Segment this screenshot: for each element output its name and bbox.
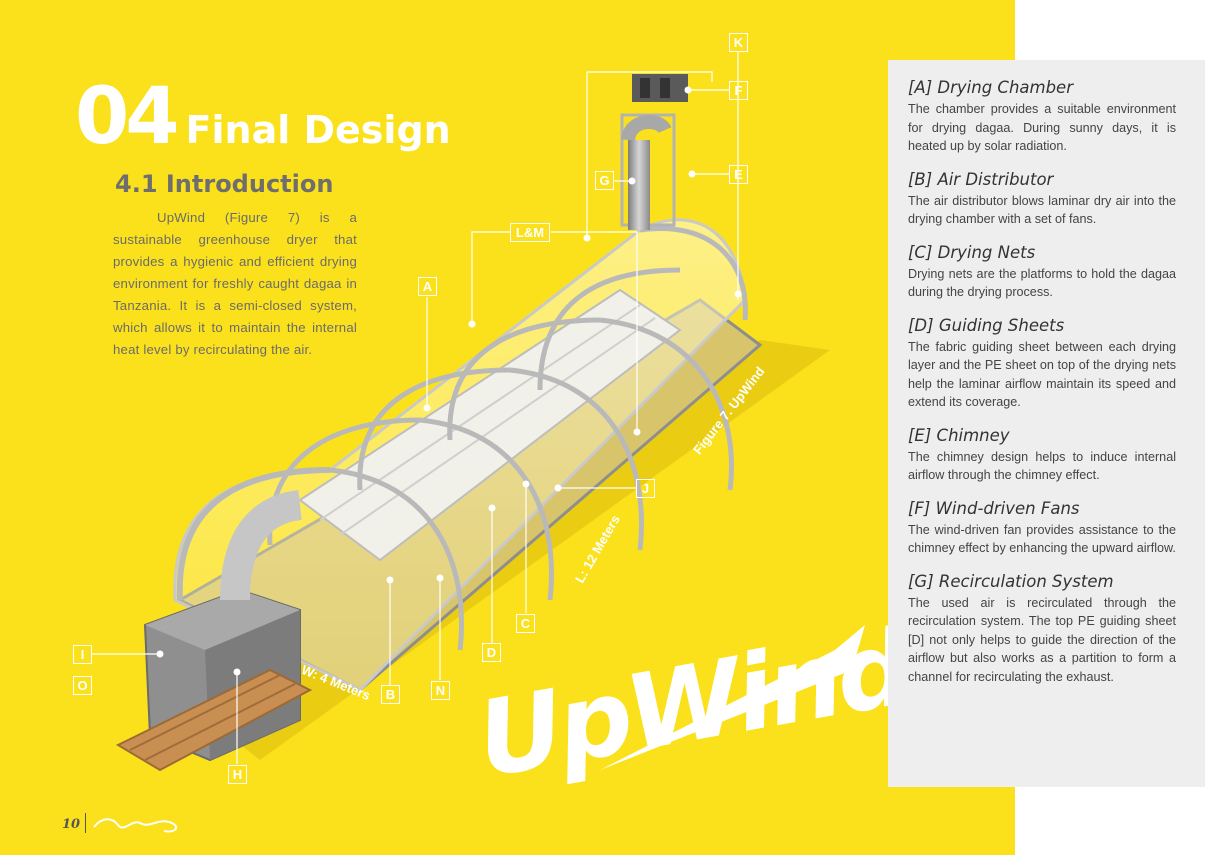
label-g: G xyxy=(595,171,614,190)
chapter-heading: 04 Final Design xyxy=(75,78,451,156)
component-item: [A] Drying Chamber The chamber provides … xyxy=(908,78,1176,156)
component-title: [B] Air Distributor xyxy=(908,169,1054,189)
page-number-divider xyxy=(85,813,86,833)
page-number: 10 xyxy=(62,817,81,832)
component-title: [A] Drying Chamber xyxy=(908,78,1073,97)
label-c: C xyxy=(516,614,535,633)
label-o: O xyxy=(73,676,92,695)
component-text: The chimney design helps to induce inter… xyxy=(908,449,1176,483)
label-a: A xyxy=(418,277,437,296)
component-title: [D] Guiding Sheets xyxy=(908,315,1065,335)
component-item: [F] Wind-driven Fans The wind-driven fan… xyxy=(908,499,1176,558)
component-title: [C] Drying Nets xyxy=(908,242,1036,262)
label-h: H xyxy=(228,765,247,784)
component-item: [B] Air Distributor The air distributor … xyxy=(908,170,1176,229)
component-text: The air distributor blows laminar dry ai… xyxy=(908,193,1176,227)
label-e: E xyxy=(729,165,748,184)
component-title: [G] Recirculation System xyxy=(908,571,1114,591)
label-j: J xyxy=(636,479,655,498)
label-l-m: L&M xyxy=(510,223,550,242)
component-text: The used air is recirculated through the… xyxy=(908,595,1176,684)
label-k: K xyxy=(729,33,748,52)
pallet xyxy=(115,668,313,772)
label-b: B xyxy=(381,685,400,704)
component-text: The chamber provides a suitable environm… xyxy=(908,102,1176,153)
component-item: [D] Guiding Sheets The fabric guiding sh… xyxy=(908,316,1176,412)
section-title: 4.1 Introduction xyxy=(115,170,334,198)
label-f: F xyxy=(729,81,748,100)
upwind-illustration xyxy=(92,52,865,772)
component-item: [C] Drying Nets Drying nets are the plat… xyxy=(908,243,1176,302)
label-d: D xyxy=(482,643,501,662)
chapter-number: 04 xyxy=(75,72,180,162)
component-item: [G] Recirculation System The used air is… xyxy=(908,572,1176,687)
chimney-pipe xyxy=(628,140,650,230)
label-n: N xyxy=(431,681,450,700)
component-text: The wind-driven fan provides assistance … xyxy=(908,522,1176,556)
component-text: The fabric guiding sheet between each dr… xyxy=(908,339,1176,410)
component-text: Drying nets are the platforms to hold th… xyxy=(908,266,1176,300)
intro-paragraph: UpWind (Figure 7) is a sustainable green… xyxy=(113,210,357,357)
component-item: [E] Chimney The chimney design helps to … xyxy=(908,426,1176,485)
component-title: [E] Chimney xyxy=(908,425,1010,445)
footer-logo-icon xyxy=(93,818,178,833)
brochure-page: 04 Final Design 4.1 Introduction UpWind … xyxy=(0,0,1015,855)
component-title: [F] Wind-driven Fans xyxy=(908,498,1080,518)
label-i: I xyxy=(73,645,92,664)
components-panel: [A] Drying Chamber The chamber provides … xyxy=(888,60,1205,787)
chapter-title: Final Design xyxy=(185,108,451,152)
